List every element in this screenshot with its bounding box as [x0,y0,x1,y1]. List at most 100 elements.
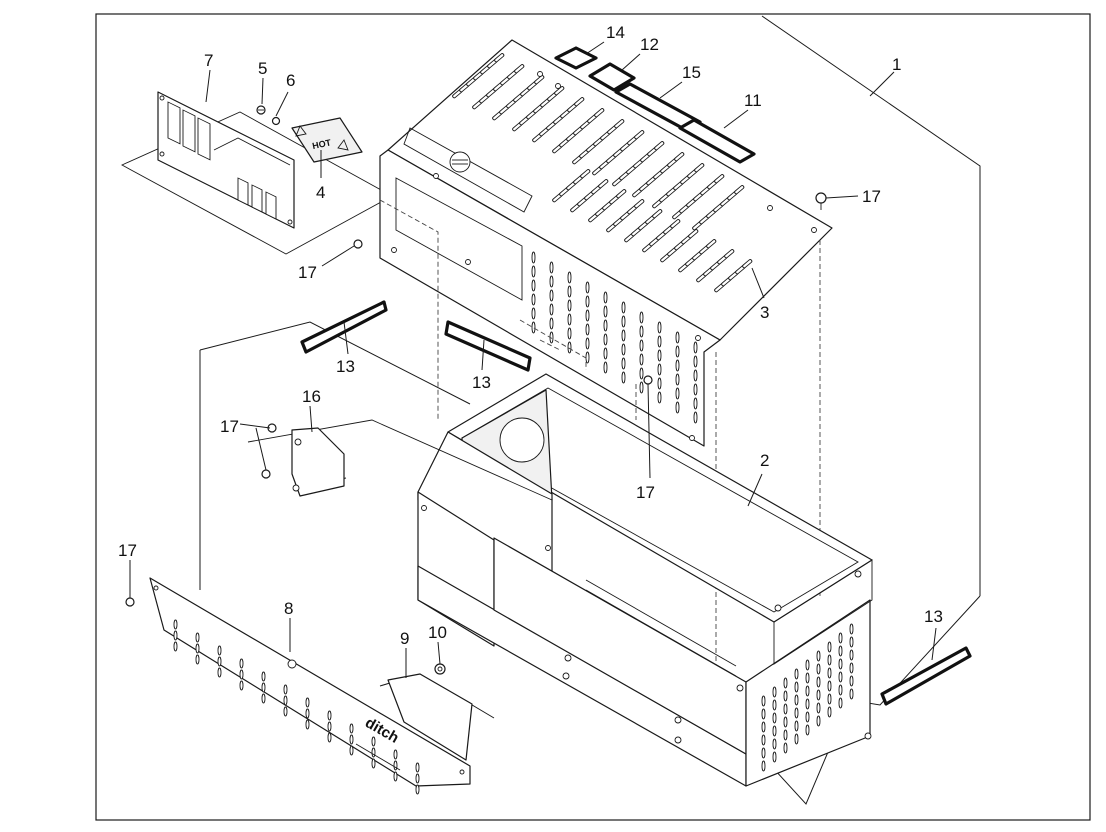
vent-slot [849,649,854,661]
lower-panel-vent-slots [173,619,420,795]
vent-slot [585,295,590,308]
part-13-gasket-c [880,646,972,706]
part-10-nut [434,663,446,675]
vent-slot [805,659,810,671]
vent-slot [783,729,788,741]
callout-8: 8 [284,599,293,618]
vent-slot [714,174,725,184]
vent-slot [621,329,626,342]
callout-4: 4 [316,183,325,202]
vent-slot [816,689,821,701]
vent-slot [195,643,200,654]
part-11-gasket [678,118,756,164]
vent-slot [283,695,288,706]
callout-16: 16 [302,387,321,406]
vent-slot [327,710,332,721]
vent-slot [805,685,810,697]
vent-slot [693,397,698,410]
callout-17a: 17 [862,187,881,206]
vent-slot [305,697,310,708]
part-7-vent-plate [120,91,393,255]
callout-1: 1 [892,55,901,74]
vent-slot [603,333,608,346]
vent-slot [794,668,799,680]
vent-slot [554,86,565,96]
vent-slot [772,725,777,737]
vent-slot [261,671,266,682]
vent-slot [327,721,332,732]
vent-slot [794,733,799,745]
vent-slot [494,53,505,63]
vent-slot [805,711,810,723]
vent-slot [639,311,644,324]
vent-slot [616,189,627,199]
vent-slot [761,695,766,707]
vent-slot [761,708,766,720]
vent-slot [371,747,376,758]
vent-slot [657,349,662,362]
vent-slot [693,341,698,354]
diagram-border [95,13,1091,821]
vent-slot [603,319,608,332]
vent-slot [585,309,590,322]
vent-slot [816,715,821,727]
vent-slot [706,239,717,249]
vent-slot [734,185,745,195]
vent-slot [657,363,662,376]
vent-slot [670,219,681,229]
vent-slot [239,680,244,691]
vent-slot [173,641,178,652]
vent-slot [594,108,605,118]
vent-slot [195,654,200,665]
hot-decal-text: HOT [311,137,332,151]
part-5-screw [256,105,266,115]
part-4-hot-decal: HOT [291,117,363,163]
vent-slot [674,152,685,162]
vent-slot [657,321,662,334]
vent-slot [567,271,572,284]
callout-11: 11 [744,91,762,110]
vent-slot [675,373,680,386]
vent-slot [675,359,680,372]
vent-slot [838,671,843,683]
vent-slot [761,734,766,746]
vent-slot [783,677,788,689]
vent-slot [534,75,545,85]
vent-slot [574,97,585,107]
vent-slot [514,64,525,74]
leader-lines [129,41,937,678]
callout-6: 6 [286,71,295,90]
callout-3: 3 [760,303,769,322]
callout-13b: 13 [472,373,491,392]
vent-slot [349,745,354,756]
vent-slot [371,736,376,747]
vent-slot [603,291,608,304]
vent-slot [827,680,832,692]
callout-9: 9 [400,629,409,648]
vent-slot [652,209,663,219]
vent-slot [567,327,572,340]
vent-slot [603,305,608,318]
vent-slot [838,645,843,657]
part-2-main-housing [417,373,873,787]
vent-slot [585,351,590,364]
vent-slot [305,708,310,719]
vent-slot [794,681,799,693]
vent-slot [415,773,420,784]
vent-slot [549,303,554,316]
callout-17d: 17 [220,417,239,436]
vent-slot [849,688,854,700]
vent-slot [531,321,536,334]
vent-slot [805,698,810,710]
vent-slot [598,179,609,189]
vent-slot [217,667,222,678]
callout-13c: 13 [924,607,943,626]
vent-slot [675,401,680,414]
vent-slot [761,760,766,772]
vent-slot [794,707,799,719]
vent-slot [239,658,244,669]
vent-slot [283,706,288,717]
vent-slot [531,293,536,306]
vent-slot [849,662,854,674]
